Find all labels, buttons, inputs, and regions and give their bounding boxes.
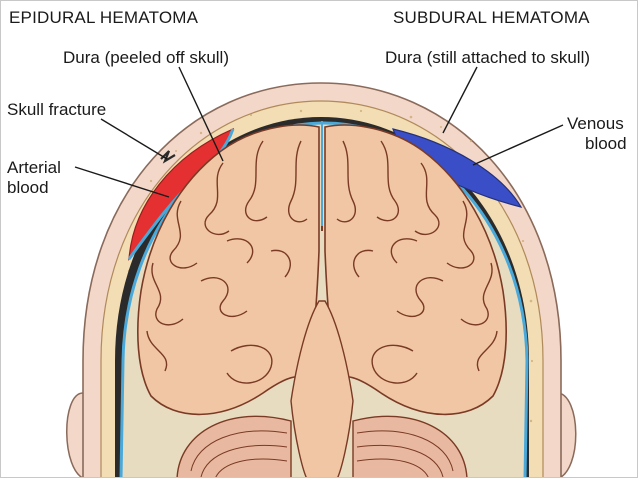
label-venous-blood: blood [585, 134, 627, 153]
label-arterial-blood: blood [7, 178, 49, 197]
brain [137, 121, 507, 477]
label-arterial: Arterial [7, 158, 61, 177]
label-dura-peeled: Dura (peeled off skull) [63, 48, 229, 67]
skull-fracture [160, 150, 176, 164]
label-dura-attached: Dura (still attached to skull) [385, 48, 590, 67]
gyri-right [336, 140, 498, 384]
gyri-left [146, 140, 308, 384]
title-subdural: SUBDURAL HEMATOMA [393, 8, 590, 27]
leader-lines [74, 66, 564, 198]
brainstem-region [290, 300, 354, 477]
cerebellum [176, 415, 468, 477]
label-venous: Venous [567, 114, 624, 133]
title-epidural: EPIDURAL HEMATOMA [9, 8, 199, 27]
label-skull-fracture: Skull fracture [7, 100, 106, 119]
